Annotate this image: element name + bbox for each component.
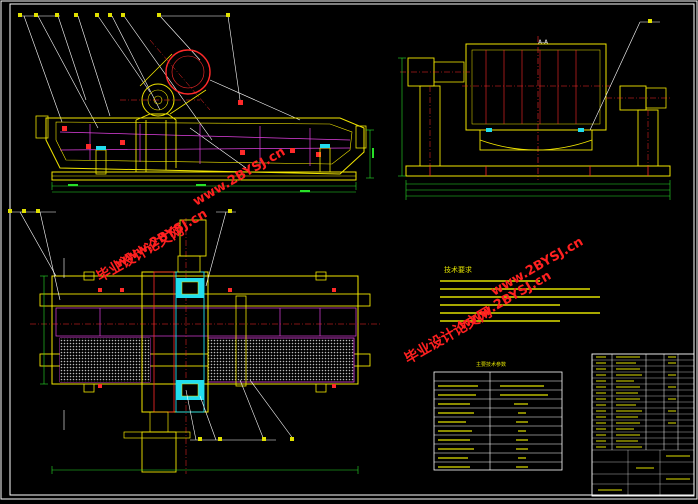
side-drum [465,43,607,131]
screen-deck [59,124,351,166]
side-spring-seats [486,128,584,132]
side-supports [419,85,659,167]
side-drum-ribs [462,36,612,180]
sheet-border-inner [9,3,695,496]
section-label: A-A [538,39,549,46]
top-view [8,209,380,474]
watermark-url-2: www.2BYSJ.cn [113,207,210,272]
params-table-title: 主要技术参数 [476,361,506,368]
top-view-callouts [8,209,294,441]
tech-requirements-lines [440,280,600,322]
top-view-leaders [8,211,295,441]
top-view-dimensions [40,275,359,474]
params-table-cells [438,385,548,468]
params-table-rows [434,380,562,463]
bolts-front [62,100,321,157]
side-view: A-A [398,19,672,200]
side-anchor-bolts [429,166,649,176]
screen-mesh-right [207,337,355,383]
front-view-leaders [18,15,301,169]
watermarks: www.2BYSJ.cn 毕业设计论文网 www.2BYSJ.cn 毕业设计论文… [94,145,586,368]
bom-rows [592,359,694,496]
top-view-posts [83,271,327,393]
screen-mesh-left [59,337,151,383]
bom-entries [596,356,690,491]
watermark-url-1: www.2BYSJ.cn [191,145,288,210]
motor-frame [135,113,177,172]
bearing-housings [176,278,204,400]
params-table: 主要技术参数 [433,361,563,471]
drive-pulley [120,39,211,117]
screen-body-outline [45,117,365,175]
tech-requirements: 技术要求 [440,265,600,322]
top-view-frame-members [55,307,357,337]
top-view-outline [51,275,359,385]
bearing-caps [181,281,199,397]
front-dimension-values [68,148,374,192]
side-base-frame [405,165,671,177]
side-dimensions [398,57,671,200]
front-view-callouts [18,13,230,17]
title-block [591,353,695,497]
center-drive-column [141,271,209,413]
tech-requirements-title: 技术要求 [444,265,472,274]
spring-seats-front [96,144,330,150]
top-view-bolts [98,288,336,388]
front-view [18,13,374,193]
